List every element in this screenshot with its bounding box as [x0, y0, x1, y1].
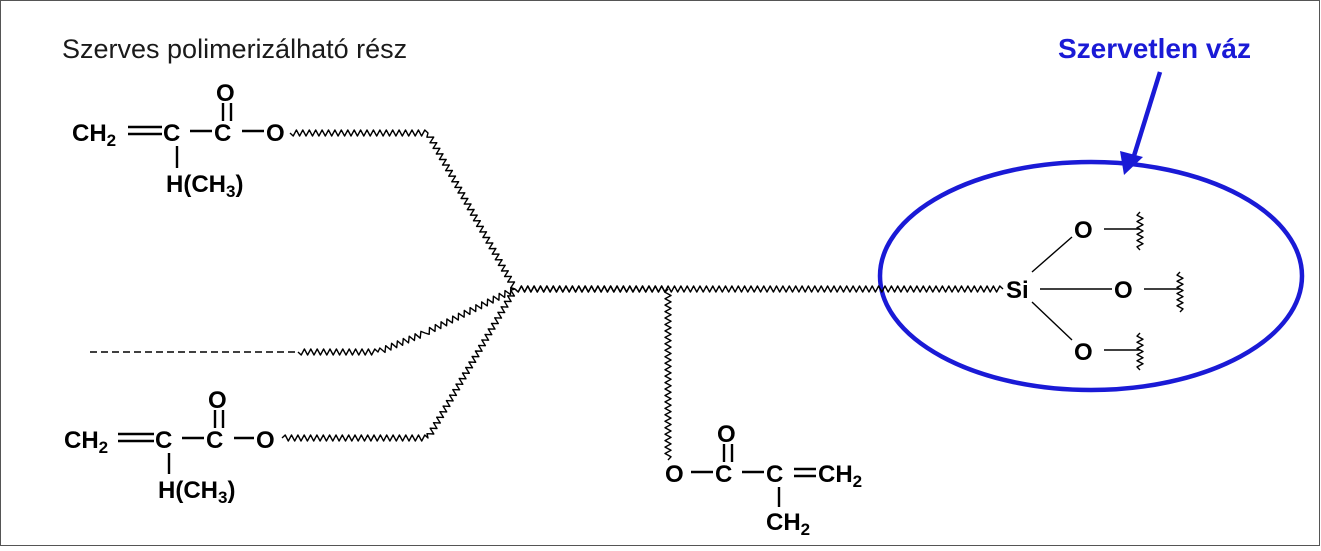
atom-o-middle: O: [1114, 277, 1133, 304]
atom-c-alpha: C: [766, 461, 783, 488]
atom-si: Si: [1006, 277, 1029, 304]
atom-methyl: H(CH3): [166, 171, 243, 201]
atom-c-carbonyl: C: [206, 427, 223, 454]
methacrylate-group-bottom: CH2 C C O O H(CH3): [64, 387, 275, 507]
inorganic-framework-label: Szervetlen váz: [1058, 33, 1251, 64]
atom-ester-o: O: [256, 427, 275, 454]
polymer-chains: [90, 129, 1184, 461]
silicon-center: Si O O O: [1006, 217, 1180, 366]
atom-carbonyl-o: O: [208, 387, 227, 414]
atom-c-carbonyl: C: [214, 120, 231, 147]
pointer-arrow: [1120, 71, 1163, 175]
atom-ester-o: O: [665, 461, 684, 488]
oxygen-chain-bottom: [1136, 332, 1144, 371]
atom-o-top: O: [1074, 217, 1093, 244]
atom-carbonyl-o: O: [717, 421, 736, 448]
atom-ch2-methylene: CH2: [766, 509, 810, 539]
atom-ester-o: O: [266, 120, 285, 147]
pendant-chain-vertical: [664, 288, 672, 461]
atom-ch2-terminal: CH2: [818, 461, 862, 491]
atom-c-alpha: C: [155, 427, 172, 454]
atom-o-bottom: O: [1074, 339, 1093, 366]
organic-part-label: Szerves polimerizálható rész: [62, 34, 407, 64]
pendant-chain-horizontal: [514, 285, 669, 293]
atom-c-carbonyl: C: [715, 461, 732, 488]
methacrylate-group-pendant: O C O C CH2 CH2: [665, 421, 862, 539]
methacrylate-group-top: CH2 C C O O H(CH3): [72, 80, 285, 201]
atom-carbonyl-o: O: [216, 80, 235, 107]
inorganic-framework-ellipse: [877, 159, 1305, 393]
oxygen-chain-top: [1136, 211, 1144, 251]
middle-branch-chain: [297, 287, 516, 356]
atom-c-alpha: C: [163, 120, 180, 147]
atom-methyl: H(CH3): [158, 477, 235, 507]
atom-ch2: CH2: [72, 120, 116, 150]
atom-ch2: CH2: [64, 427, 108, 457]
top-branch-chain: [289, 129, 516, 290]
oxygen-chain-middle: [1176, 271, 1184, 313]
bottom-branch-chain: [281, 288, 516, 442]
